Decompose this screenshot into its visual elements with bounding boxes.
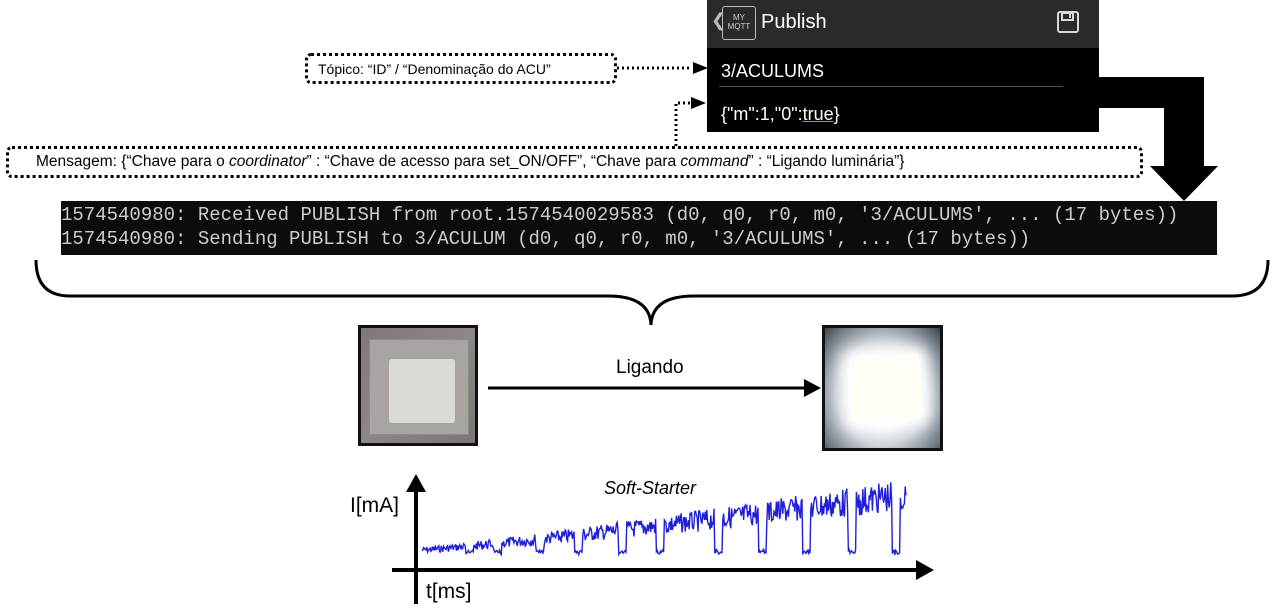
soft-starter-label: Soft-Starter [604, 478, 697, 498]
message-suffix: } [833, 104, 840, 124]
mqtt-app-panel: ❮ MY MQTT Publish 3/ACULUMS {"m":1,"0":t… [707, 0, 1099, 132]
message-input[interactable]: {"m":1,"0":true} [721, 104, 840, 125]
lamp-on-panel [849, 354, 923, 422]
message-callout-part: ” : “Chave de acesso para set_ON/OFF”, “… [306, 153, 681, 170]
message-callout-part: Mensagem: {“Chave para o [36, 153, 229, 170]
message-prefix: {"m":1,"0": [721, 104, 803, 124]
topic-input-underline [719, 86, 1063, 87]
transition-label: Ligando [616, 357, 684, 378]
app-title: Publish [761, 11, 827, 33]
terminal-line: 1574540980: Sending PUBLISH to 3/ACULUM … [61, 228, 1031, 250]
chart-axes [392, 474, 934, 604]
topic-input[interactable]: 3/ACULUMS [721, 61, 825, 81]
logo-text-bottom: MQTT [727, 22, 751, 31]
curly-brace [34, 259, 1270, 326]
lamp-on-image [822, 325, 943, 451]
x-axis-label: t[ms] [426, 580, 472, 603]
transition-arrow [488, 379, 821, 397]
y-axis-label: I[mA] [350, 494, 400, 517]
message-callout-text: Mensagem: {“Chave para o coordinator” : … [36, 153, 904, 171]
lamp-off-image [358, 325, 478, 446]
lamp-off-panel [389, 359, 455, 423]
topic-callout-text: Tópico: “ID” / “Denominação do ACU” [318, 60, 551, 77]
message-callout-part: ” : “Ligando luminária”} [748, 153, 905, 170]
message-callout-emphasis: command [680, 153, 749, 170]
lamp-off-plate [369, 339, 469, 435]
terminal-line: 1574540980: Received PUBLISH from root.1… [61, 204, 1179, 226]
save-icon[interactable] [1057, 11, 1079, 33]
soft-starter-current-waveform [421, 482, 907, 557]
logo-text-top: MY [733, 13, 745, 22]
message-true-value: true [802, 104, 834, 124]
mymqtt-logo-icon: MY MQTT [722, 6, 756, 40]
message-callout: Mensagem: {“Chave para o coordinator” : … [6, 146, 1143, 178]
message-connector-arrow [674, 97, 706, 146]
topic-connector-arrow [617, 62, 708, 74]
publish-flow-arrow [1099, 77, 1218, 201]
app-bar: ❮ MY MQTT Publish [707, 0, 1099, 48]
broker-terminal: 1574540980: Received PUBLISH from root.1… [61, 201, 1217, 255]
message-callout-emphasis: coordinator [229, 153, 307, 170]
topic-callout: Tópico: “ID” / “Denominação do ACU” [305, 53, 617, 84]
